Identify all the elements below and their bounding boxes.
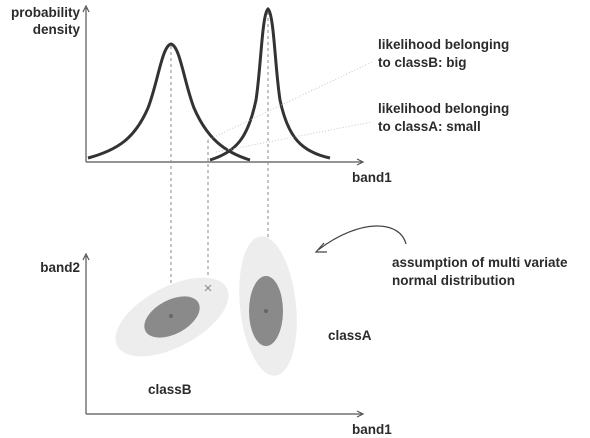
classA-likelihood-line2: to classA: small	[378, 119, 481, 134]
top-y-axis-arrow	[82, 4, 90, 13]
classA-label: classA	[328, 328, 372, 343]
classB-likelihood-line2: to classB: big	[378, 55, 467, 70]
top-plot	[82, 4, 373, 316]
assumption-arrow	[317, 225, 407, 251]
bottom-y-axis-arrow	[82, 252, 90, 261]
bottom-plot	[82, 225, 407, 418]
top-x-label: band1	[352, 170, 392, 185]
classB-density-curve	[87, 42, 251, 162]
classA-density-curve	[209, 7, 331, 162]
assumption-arrow-head	[314, 242, 327, 253]
bottom-x-label: band1	[352, 422, 392, 437]
top-y-label-line1: probability	[11, 5, 80, 20]
classA-mean-dot	[264, 309, 268, 313]
classB-label: classB	[148, 382, 192, 397]
classB-mean-dot	[169, 314, 173, 318]
assumption-line1: assumption of multi variate	[392, 255, 568, 270]
classA-likelihood-line1: likelihood belonging	[378, 101, 509, 116]
bottom-y-label: band2	[40, 260, 80, 275]
leader-line-classA	[215, 121, 373, 153]
bottom-x-axis-arrow	[356, 410, 365, 418]
top-y-label-line2: density	[33, 22, 81, 37]
sample-point-marker	[204, 284, 212, 292]
leader-line-classB	[207, 61, 373, 141]
assumption-line2: normal distribution	[392, 273, 515, 288]
top-x-axis-arrow	[356, 158, 365, 166]
classB-likelihood-line1: likelihood belonging	[378, 37, 509, 52]
